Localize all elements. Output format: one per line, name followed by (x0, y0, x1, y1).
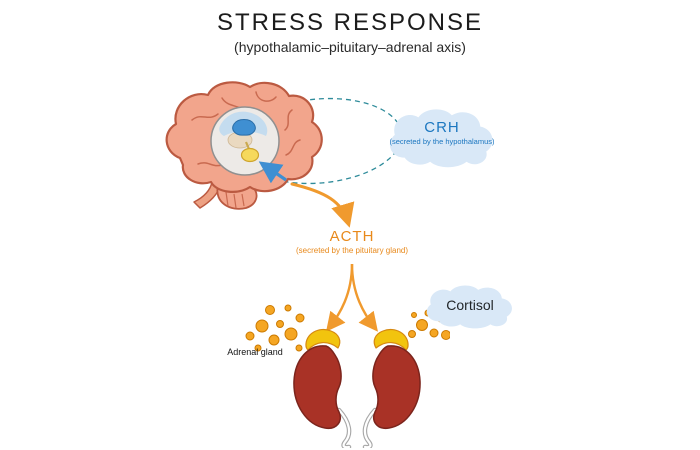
page-title: STRESS RESPONSE (216, 9, 484, 36)
right-kidney (372, 345, 421, 430)
acth-label: ACTH (329, 228, 375, 245)
cortisol-dots-left (245, 304, 305, 352)
ureters (336, 407, 378, 448)
pituitary-shape (240, 147, 260, 163)
acth-callout: ACTH (secreted by the pituitary gland) (262, 228, 442, 255)
right-adrenal-gland (373, 328, 409, 351)
crh-label: CRH (424, 119, 460, 136)
crh-sublabel: (secreted by the hypothalamus) (389, 137, 495, 146)
pituitary-pointer-arrow-icon (258, 161, 287, 184)
brain-illustration (165, 81, 323, 210)
acth-split-arrows (326, 263, 378, 332)
cortisol-label: Cortisol (446, 297, 494, 313)
cortisol-cloud-shape (426, 285, 512, 329)
left-kidney (293, 345, 342, 430)
pituitary-stalk (244, 141, 251, 150)
hypothalamus-shape (232, 119, 256, 136)
crh-cloud-shape (389, 109, 493, 168)
hypothalamus-pituitary-inset (210, 106, 280, 176)
adrenal-gland-label: Adrenal gland (227, 347, 283, 357)
cortisol-callout: Cortisol (421, 283, 519, 329)
acth-arrow (290, 182, 355, 228)
crh-callout: CRH (secreted by the hypothalamus) (383, 106, 501, 168)
kidneys-illustration (293, 328, 421, 448)
left-adrenal-gland (305, 328, 341, 351)
acth-sublabel: (secreted by the pituitary gland) (295, 246, 409, 255)
page-subtitle: (hypothalamic–pituitary–adrenal axis) (234, 39, 466, 55)
